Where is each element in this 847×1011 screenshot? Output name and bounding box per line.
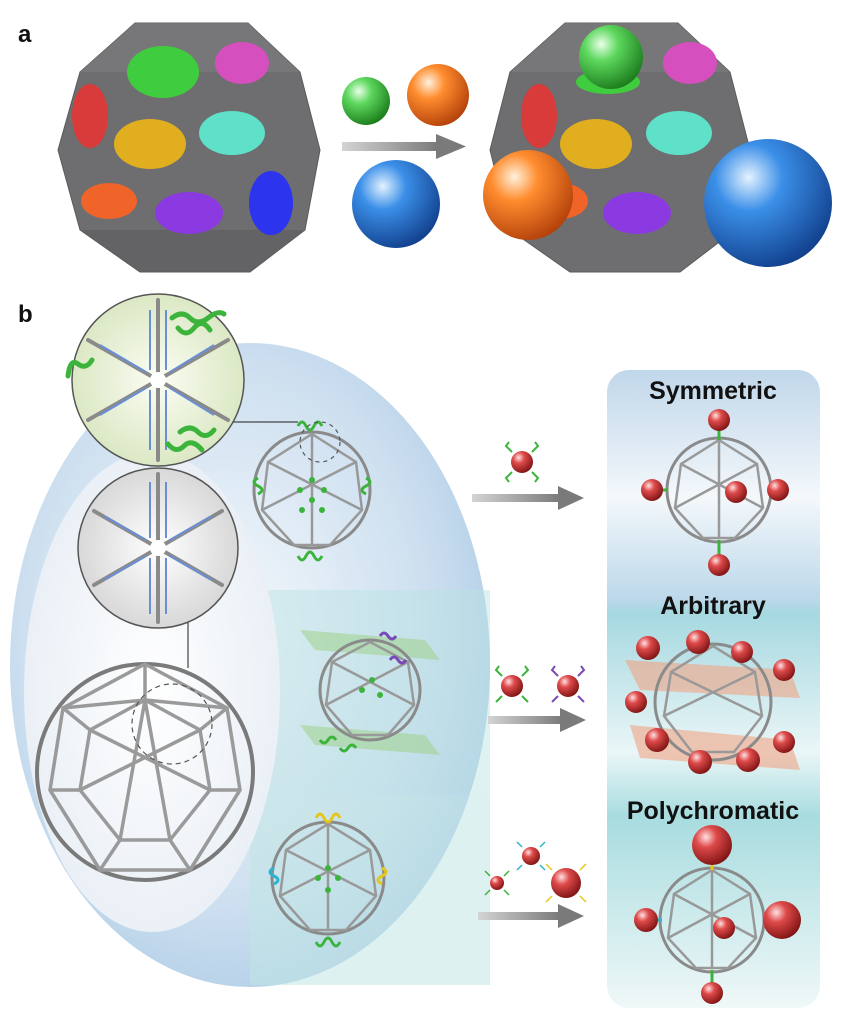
reaction-arrow-a — [342, 134, 466, 159]
cage-arbitrary-design — [300, 630, 440, 755]
reagent-polychromatic — [484, 841, 587, 903]
panel-label-a: a — [18, 21, 32, 48]
reaction-arrow-symmetric — [472, 486, 584, 510]
bound-sphere-orange — [483, 150, 573, 240]
bound-sphere-blue — [704, 139, 832, 267]
free-spheres — [342, 64, 469, 248]
wireframe-cage-large — [35, 662, 255, 882]
reagent-symmetric — [504, 441, 540, 483]
patch-yellow — [114, 119, 186, 169]
cage-symmetric-design — [252, 420, 372, 562]
patch-purple — [155, 192, 223, 234]
patch-blue — [249, 171, 293, 235]
reaction-arrow-arbitrary — [488, 708, 586, 732]
patch-green — [127, 46, 199, 98]
patch-magenta — [215, 42, 269, 84]
reaction-arrow-polychromatic — [478, 904, 584, 928]
zoom-circle-bare — [77, 467, 239, 668]
polyhedron-left — [57, 22, 321, 273]
panel-label-b: b — [18, 301, 33, 328]
result-polychromatic — [634, 825, 801, 1004]
sphere-green-small — [342, 77, 390, 125]
sphere-blue-small — [352, 160, 440, 248]
bound-sphere-green — [579, 25, 643, 89]
sphere-orange-small — [407, 64, 469, 126]
zoom-circle-functionalized — [65, 293, 298, 467]
result-arbitrary — [625, 630, 800, 774]
mode-label-symmetric: Symmetric — [649, 377, 777, 405]
patch-red — [72, 84, 108, 148]
polyhedron-right — [483, 22, 832, 273]
mode-label-arbitrary: Arbitrary — [660, 592, 766, 620]
cage-polychromatic-design — [268, 812, 388, 948]
patch-orange — [81, 183, 137, 219]
patch-cyan — [199, 111, 265, 155]
result-symmetric — [641, 409, 789, 576]
reagent-arbitrary — [494, 665, 586, 703]
mode-label-polychromatic: Polychromatic — [627, 797, 799, 825]
